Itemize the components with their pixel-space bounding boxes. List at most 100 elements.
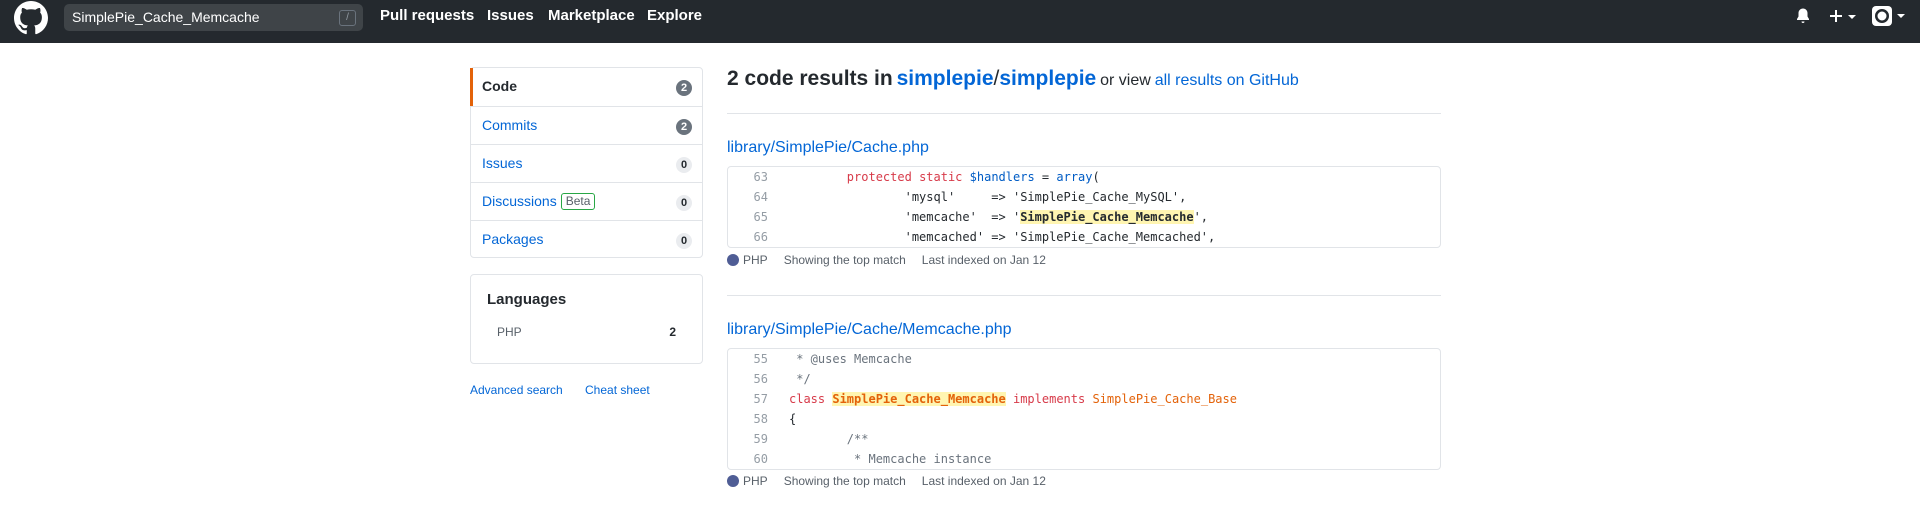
cheat-sheet-link[interactable]: Cheat sheet — [585, 383, 650, 397]
divider — [727, 113, 1441, 114]
code-token: /** — [789, 432, 869, 446]
code-text: * Memcache instance — [789, 449, 991, 469]
match-highlight: SimplePie_Cache_Memcache — [1020, 210, 1194, 224]
line-number[interactable]: 63 — [753, 170, 768, 184]
indexed-date: Last indexed on Jan 12 — [921, 253, 1046, 267]
result-file-path[interactable]: library/SimplePie/Cache/Memcache.php — [727, 321, 1012, 338]
code-token: static — [919, 170, 963, 184]
code-line: 63 protected static $handlers = array( — [728, 167, 1440, 187]
menu-item-packages[interactable]: Packages 0 — [471, 220, 702, 258]
top-header: SimplePie_Cache_Memcache / Pull requests… — [0, 0, 1920, 43]
line-number[interactable]: 65 — [753, 210, 768, 224]
code-token: $handlers — [969, 170, 1035, 184]
nav-explore[interactable]: Explore — [647, 7, 703, 24]
code-line: 64 'mysql' => 'SimplePie_Cache_MySQL', — [728, 187, 1440, 207]
line-number[interactable]: 59 — [753, 432, 768, 446]
plus-dropdown-icon[interactable] — [1829, 9, 1857, 23]
menu-item-label: Discussions — [482, 193, 557, 209]
code-token — [789, 170, 847, 184]
search-input[interactable]: SimplePie_Cache_Memcache / — [64, 4, 363, 31]
count-badge: 2 — [676, 119, 692, 135]
language-filter-php[interactable]: PHP — [497, 325, 522, 339]
code-token: * Memcache instance — [789, 452, 992, 466]
menu-item-commits[interactable]: Commits 2 — [471, 106, 702, 144]
count-badge: 0 — [676, 195, 692, 211]
nav-marketplace[interactable]: Marketplace — [548, 7, 635, 24]
code-line: 56 */ — [728, 369, 1440, 389]
menu-item-code[interactable]: Code 2 — [470, 68, 702, 106]
code-token: 'memcached' => 'SimplePie_Cache_Memcache… — [789, 230, 1216, 244]
line-number[interactable]: 60 — [753, 452, 768, 466]
code-text: /** — [789, 429, 869, 449]
results-heading: 2 code results in simplepie/simplepie or… — [727, 67, 1299, 91]
selected-indicator — [470, 68, 473, 106]
code-token: { — [789, 412, 797, 426]
code-token — [962, 170, 969, 184]
advanced-search-link[interactable]: Advanced search — [470, 383, 563, 397]
code-token: SimplePie_Cache_Base — [1092, 392, 1237, 406]
match-highlight: SimplePie_Cache_Memcache — [832, 392, 1006, 406]
or-view-text: or view — [1100, 72, 1151, 89]
code-text: * @uses Memcache — [789, 349, 912, 369]
nav-issues[interactable]: Issues — [487, 7, 534, 24]
code-line: 66 'memcached' => 'SimplePie_Cache_Memca… — [728, 227, 1440, 247]
code-token: class — [789, 392, 826, 406]
repo-separator: / — [993, 67, 1000, 90]
avatar[interactable] — [1871, 5, 1907, 27]
repo-name-link[interactable]: simplepie — [999, 67, 1097, 90]
code-token: array — [1056, 170, 1093, 184]
language-count: 2 — [669, 325, 676, 339]
code-text: */ — [789, 369, 811, 389]
code-token: ( — [1092, 170, 1100, 184]
slash-shortcut-hint: / — [339, 10, 356, 26]
code-token: 'memcache' => ' — [789, 210, 1021, 224]
code-line: 55 * @uses Memcache — [728, 349, 1440, 369]
code-line: 59 /** — [728, 429, 1440, 449]
line-number[interactable]: 55 — [753, 352, 768, 366]
code-text: { — [789, 409, 796, 429]
menu-item-label: Issues — [482, 155, 523, 171]
code-text: 'memcache' => 'SimplePie_Cache_Memcache'… — [789, 207, 1208, 227]
repo-owner-link[interactable]: simplepie — [896, 67, 994, 90]
code-token: ', — [1193, 210, 1209, 224]
bell-icon[interactable] — [1795, 7, 1811, 25]
line-number[interactable]: 66 — [753, 230, 768, 244]
code-token: * @uses Memcache — [789, 352, 912, 366]
line-number[interactable]: 56 — [753, 372, 768, 386]
languages-box: Languages PHP 2 — [470, 274, 703, 364]
menu-item-label: Commits — [482, 117, 538, 133]
results-count: 2 code results in — [727, 67, 893, 90]
code-token: */ — [789, 372, 811, 386]
code-text: 'mysql' => 'SimplePie_Cache_MySQL', — [789, 187, 1187, 207]
code-token — [1006, 392, 1013, 406]
result-language: PHP — [743, 474, 768, 488]
result-file-path[interactable]: library/SimplePie/Cache.php — [727, 139, 929, 156]
code-token: protected — [846, 170, 912, 184]
language-color-dot — [727, 254, 739, 266]
line-number[interactable]: 64 — [753, 190, 768, 204]
code-token: 'mysql' => 'SimplePie_Cache_MySQL', — [789, 190, 1187, 204]
menu-item-issues[interactable]: Issues 0 — [471, 144, 702, 182]
code-token: = — [1034, 170, 1057, 184]
menu-item-label: Code — [482, 78, 517, 94]
divider — [727, 295, 1441, 296]
github-logo-icon[interactable] — [14, 1, 48, 35]
code-line: 65 'memcache' => 'SimplePie_Cache_Memcac… — [728, 207, 1440, 227]
search-value: SimplePie_Cache_Memcache — [72, 9, 260, 25]
count-badge: 0 — [676, 157, 692, 173]
all-results-link[interactable]: all results on GitHub — [1154, 72, 1299, 89]
line-number[interactable]: 58 — [753, 412, 768, 426]
languages-title: Languages — [487, 291, 567, 308]
menu-item-label: Packages — [482, 231, 544, 247]
count-badge: 2 — [676, 80, 692, 96]
nav-pull-requests[interactable]: Pull requests — [380, 7, 475, 24]
line-number[interactable]: 57 — [753, 392, 768, 406]
code-line: 60 * Memcache instance — [728, 449, 1440, 469]
